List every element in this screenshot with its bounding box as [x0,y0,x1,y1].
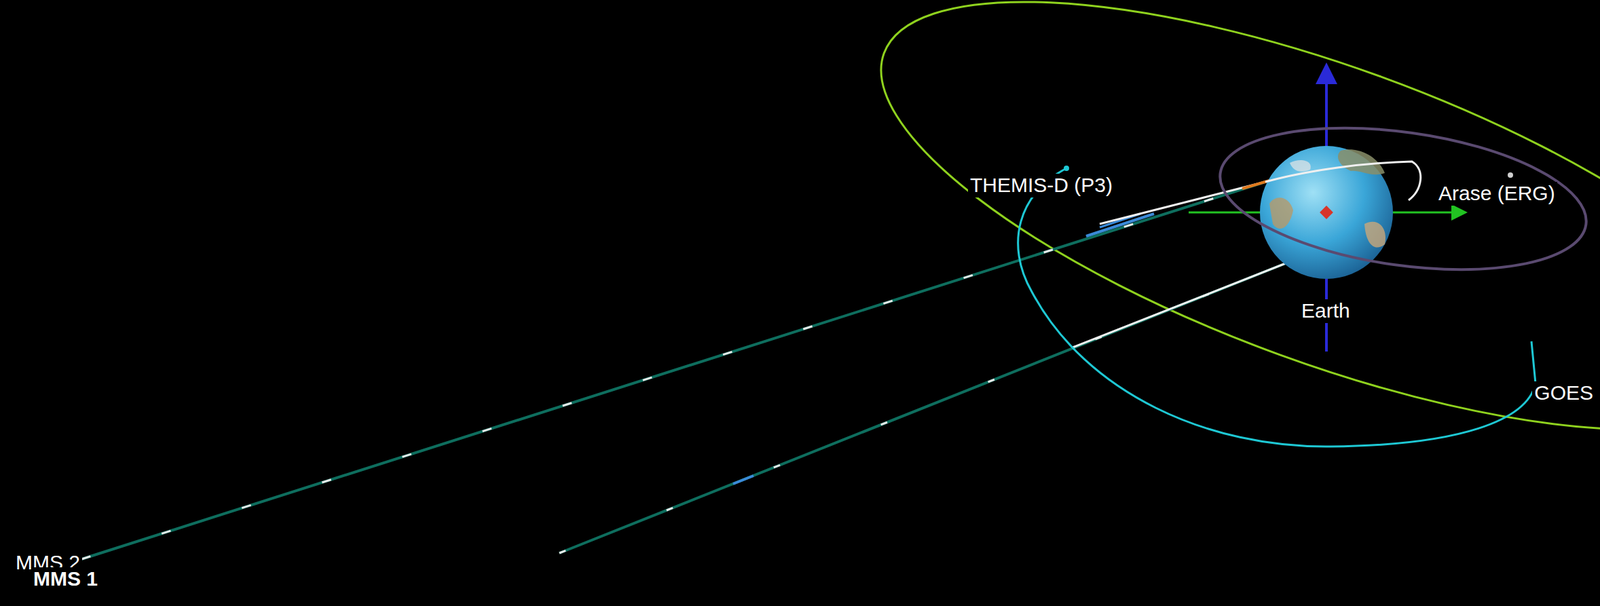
arase-marker [1507,172,1514,178]
themis-orbit [1018,168,1536,447]
themis-marker [1063,165,1070,172]
spacecraft-label: Arase (ERG) [1436,181,1558,206]
body-label: Earth [1299,299,1353,324]
center-marker [1319,205,1334,220]
earth-globe [1259,145,1393,279]
goes-orbit [833,0,1600,518]
spacecraft-label: THEMIS-D (P3) [968,173,1115,198]
mms-loop [1265,161,1421,201]
mms-trajectories [81,180,1286,560]
arase-orbit [1211,107,1596,291]
spacecraft-label: MMS 1 [31,567,100,592]
spacecraft-label: GOES [1532,381,1596,406]
